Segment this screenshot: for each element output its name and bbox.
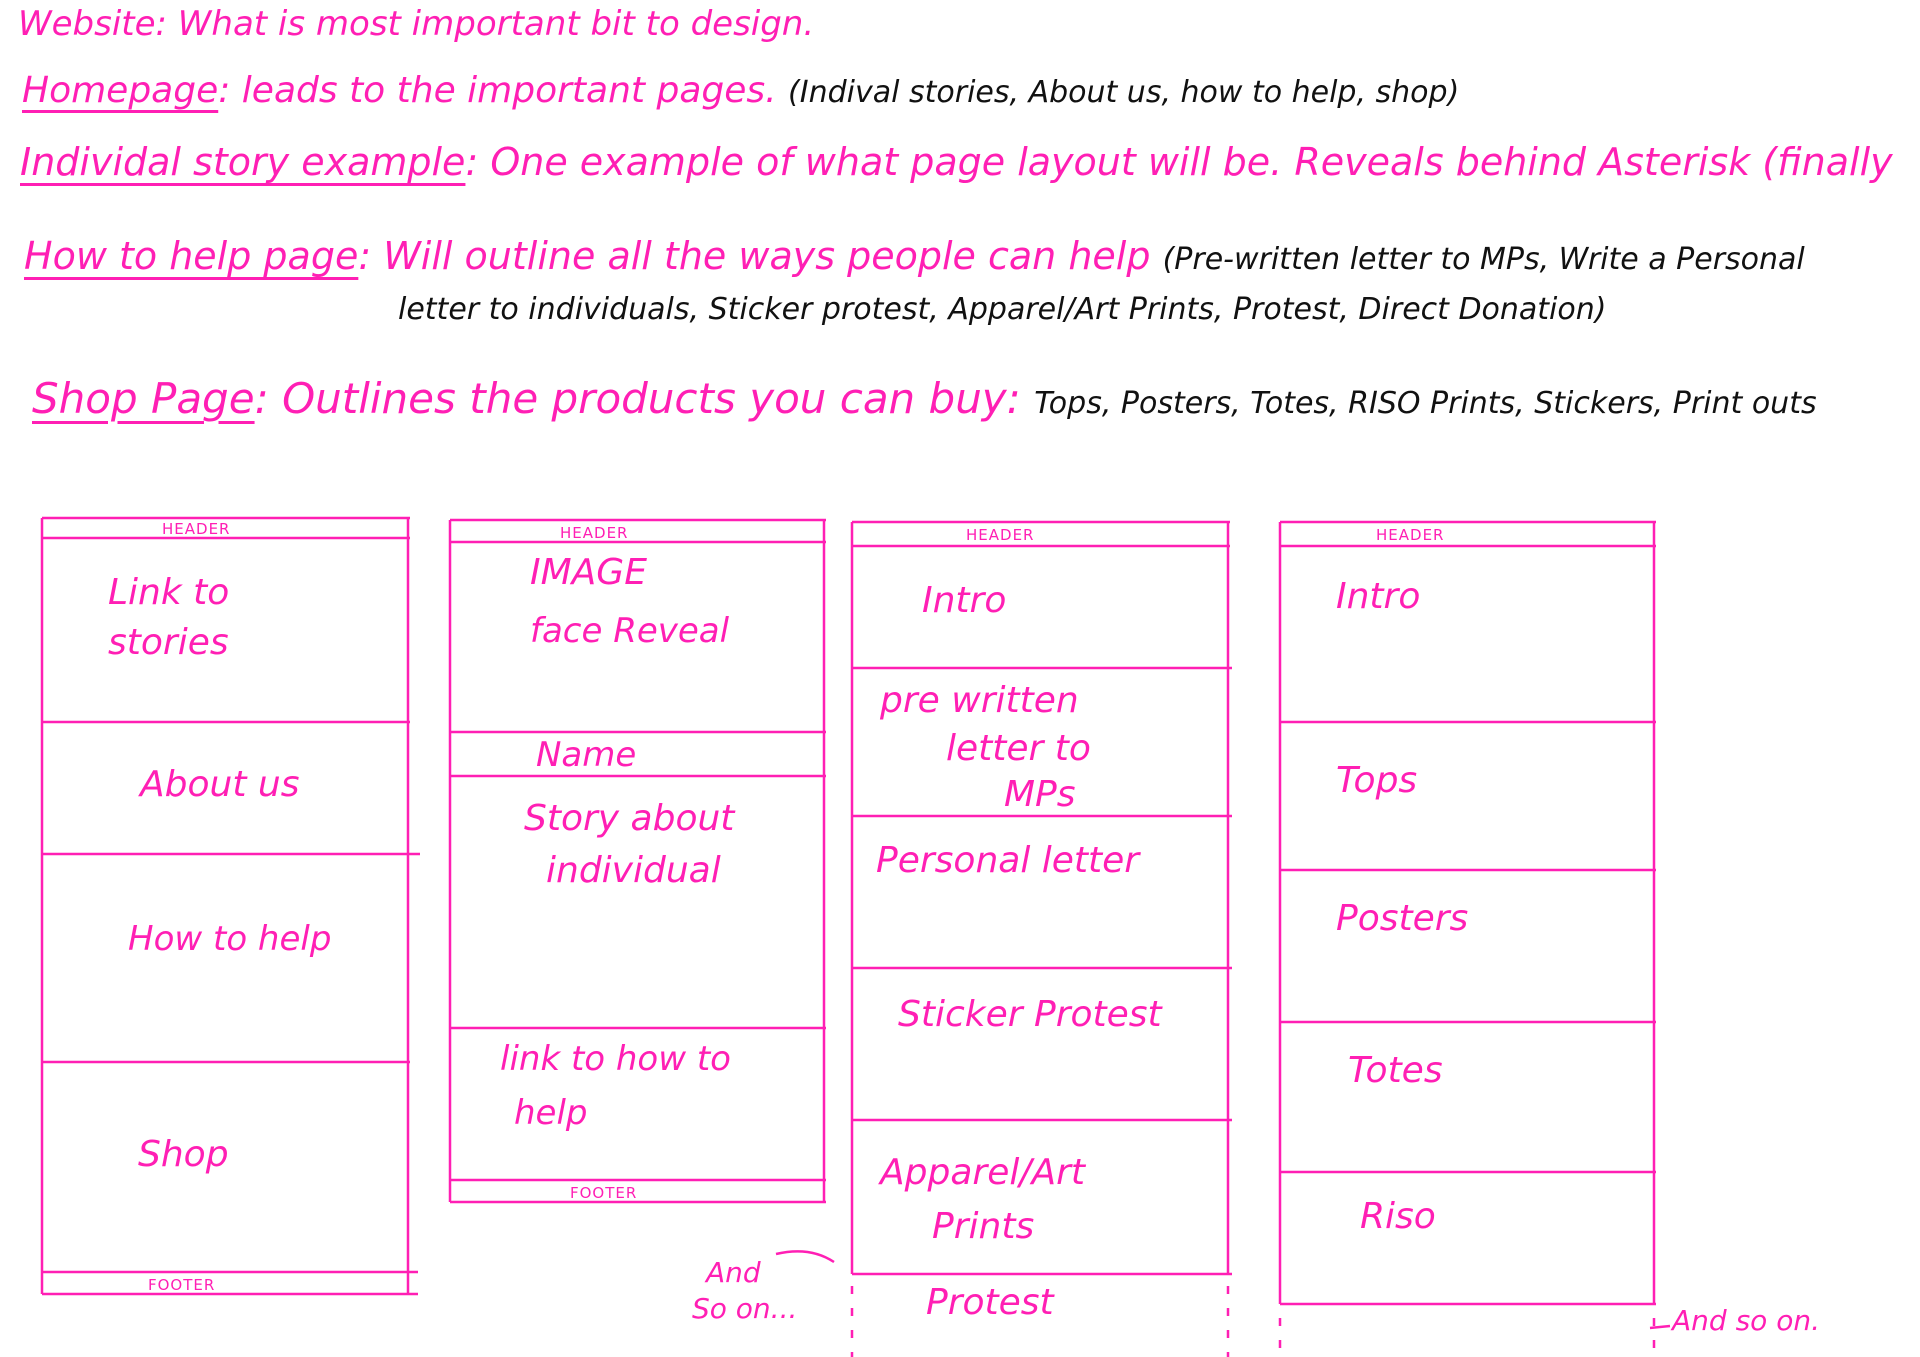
note-individual-story: Individal story example: One example of … <box>20 140 1893 184</box>
note-shop-detail: Tops, Posters, Totes, RISO Prints, Stick… <box>1034 386 1817 421</box>
note-shop-label: Shop Page <box>32 374 255 423</box>
shop-section-intro: Intro <box>1336 576 1420 617</box>
story-section-link: link to how to <box>500 1039 731 1079</box>
note-how-to-help-label: How to help page <box>24 234 359 278</box>
note-homepage-detail: (Indival stories, About us, how to help,… <box>788 75 1460 110</box>
story-section-face-reveal: face Reveal <box>530 611 730 651</box>
help-section-letter-to: letter to <box>946 728 1091 769</box>
note-homepage-text: : leads to the important pages. <box>218 70 777 111</box>
note-how-to-help: How to help page: Will outline all the w… <box>24 234 1805 278</box>
help-section-mps: MPs <box>1004 774 1076 815</box>
help-section-intro: Intro <box>922 580 1006 621</box>
help-aside-so-on: So on... <box>692 1292 797 1325</box>
note-website: Website: What is most important bit to d… <box>18 4 814 44</box>
story-header: HEADER <box>560 524 628 542</box>
note-homepage-label: Homepage <box>22 70 219 111</box>
help-section-personal-letter: Personal letter <box>876 840 1141 881</box>
homepage-section-3: How to help <box>128 919 331 959</box>
shop-section-riso: Riso <box>1360 1196 1436 1237</box>
note-individual-story-text: : One example of what page layout will b… <box>465 140 1893 184</box>
shop-section-tops: Tops <box>1336 760 1417 801</box>
help-section-apparel: Apparel/Art <box>878 1152 1087 1193</box>
shop-section-totes: Totes <box>1348 1050 1443 1091</box>
shop-wireframe: HEADER Intro Tops Posters Totes Riso And… <box>1278 520 1820 1357</box>
help-section-protest: Protest <box>926 1282 1056 1323</box>
help-header: HEADER <box>966 526 1034 544</box>
note-how-to-help-detail-1: (Pre-written letter to MPs, Write a Pers… <box>1162 242 1805 277</box>
note-website-text: : What is most important bit to design. <box>155 4 815 44</box>
help-section-sticker: Sticker Protest <box>898 994 1164 1035</box>
story-section-individual: individual <box>546 850 721 891</box>
note-how-to-help-detail-2: letter to individuals, Sticker protest, … <box>398 292 1607 327</box>
note-shop-text: : Outlines the products you can buy: <box>254 374 1021 423</box>
homepage-section-1b: stories <box>108 622 229 663</box>
story-section-name: Name <box>536 735 636 775</box>
help-aside-and: And <box>704 1256 761 1289</box>
story-footer: FOOTER <box>570 1184 637 1202</box>
homepage-footer: FOOTER <box>148 1276 215 1294</box>
story-section-image: IMAGE <box>530 552 647 593</box>
shop-aside: And so on. <box>1670 1304 1820 1337</box>
note-homepage: Homepage: leads to the important pages. … <box>22 70 1459 111</box>
homepage-section-2: About us <box>138 764 299 805</box>
note-individual-story-label: Individal story example <box>20 140 466 184</box>
story-section-help: help <box>514 1093 588 1133</box>
help-section-prewritten: pre written <box>879 680 1079 721</box>
shop-section-posters: Posters <box>1336 898 1468 939</box>
note-how-to-help-text: : Will outline all the ways people can h… <box>358 234 1151 278</box>
homepage-header: HEADER <box>162 520 230 538</box>
homepage-wireframe: HEADER Link to stories About us How to h… <box>40 516 420 1296</box>
help-wireframe: HEADER Intro pre written letter to MPs P… <box>692 520 1232 1357</box>
homepage-section-1: Link to <box>108 572 229 613</box>
help-section-prints: Prints <box>932 1206 1034 1247</box>
story-section-story: Story about <box>524 798 736 839</box>
note-shop: Shop Page: Outlines the products you can… <box>32 374 1817 423</box>
note-website-label: Website <box>18 4 156 44</box>
shop-header: HEADER <box>1376 526 1444 544</box>
homepage-section-4: Shop <box>138 1134 229 1175</box>
story-wireframe: HEADER IMAGE face Reveal Name Story abou… <box>448 518 826 1204</box>
